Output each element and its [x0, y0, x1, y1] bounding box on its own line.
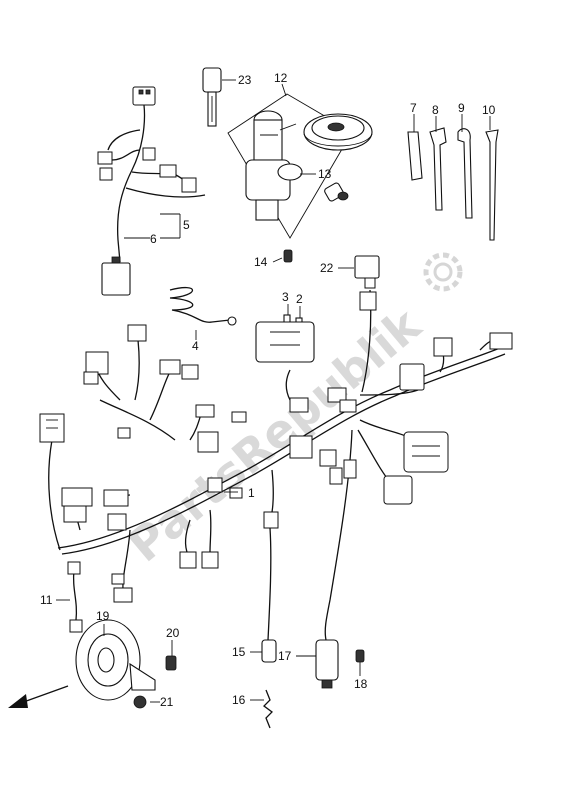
callout-8: 8 [432, 103, 439, 117]
callout-6: 6 [150, 232, 157, 246]
sub-harness [97, 86, 206, 296]
callout-4: 4 [192, 339, 199, 353]
seat-lock [324, 182, 349, 202]
main-wiring-harness [39, 289, 513, 641]
horn [75, 619, 156, 701]
callout-22: 22 [320, 261, 334, 275]
callout-11: 11 [40, 593, 53, 607]
callout-17: 17 [278, 649, 292, 663]
callout-15: 15 [232, 645, 246, 659]
leader-lines [56, 79, 491, 703]
callout-14: 14 [254, 255, 268, 269]
small-parts [169, 249, 380, 329]
callout-21: 21 [160, 695, 174, 709]
callout-18: 18 [354, 677, 368, 691]
callout-23: 23 [238, 73, 252, 87]
key-icon [202, 67, 222, 127]
callout-12: 12 [274, 71, 288, 85]
callout-16: 16 [232, 693, 246, 707]
front-direction-arrow [8, 685, 69, 708]
callout-9: 9 [458, 101, 465, 115]
gear-icon [423, 252, 463, 292]
callout-5: 5 [183, 218, 190, 232]
callout-13: 13 [318, 167, 332, 181]
bottom-parts [67, 561, 365, 729]
callout-20: 20 [166, 626, 180, 640]
ignition-switch-group [202, 67, 373, 239]
callout-3: 3 [282, 290, 289, 304]
fuel-cap-lock [303, 113, 373, 151]
clamps-bands [407, 127, 499, 241]
callout-1: 1 [248, 486, 255, 500]
callout-19: 19 [96, 609, 110, 623]
callout-labels: 1 2 3 4 5 6 7 8 9 10 11 12 13 14 15 16 1… [40, 71, 496, 709]
callout-2: 2 [296, 292, 303, 306]
callout-7: 7 [410, 101, 417, 115]
ignition-switch [245, 110, 303, 221]
callout-10: 10 [482, 103, 496, 117]
